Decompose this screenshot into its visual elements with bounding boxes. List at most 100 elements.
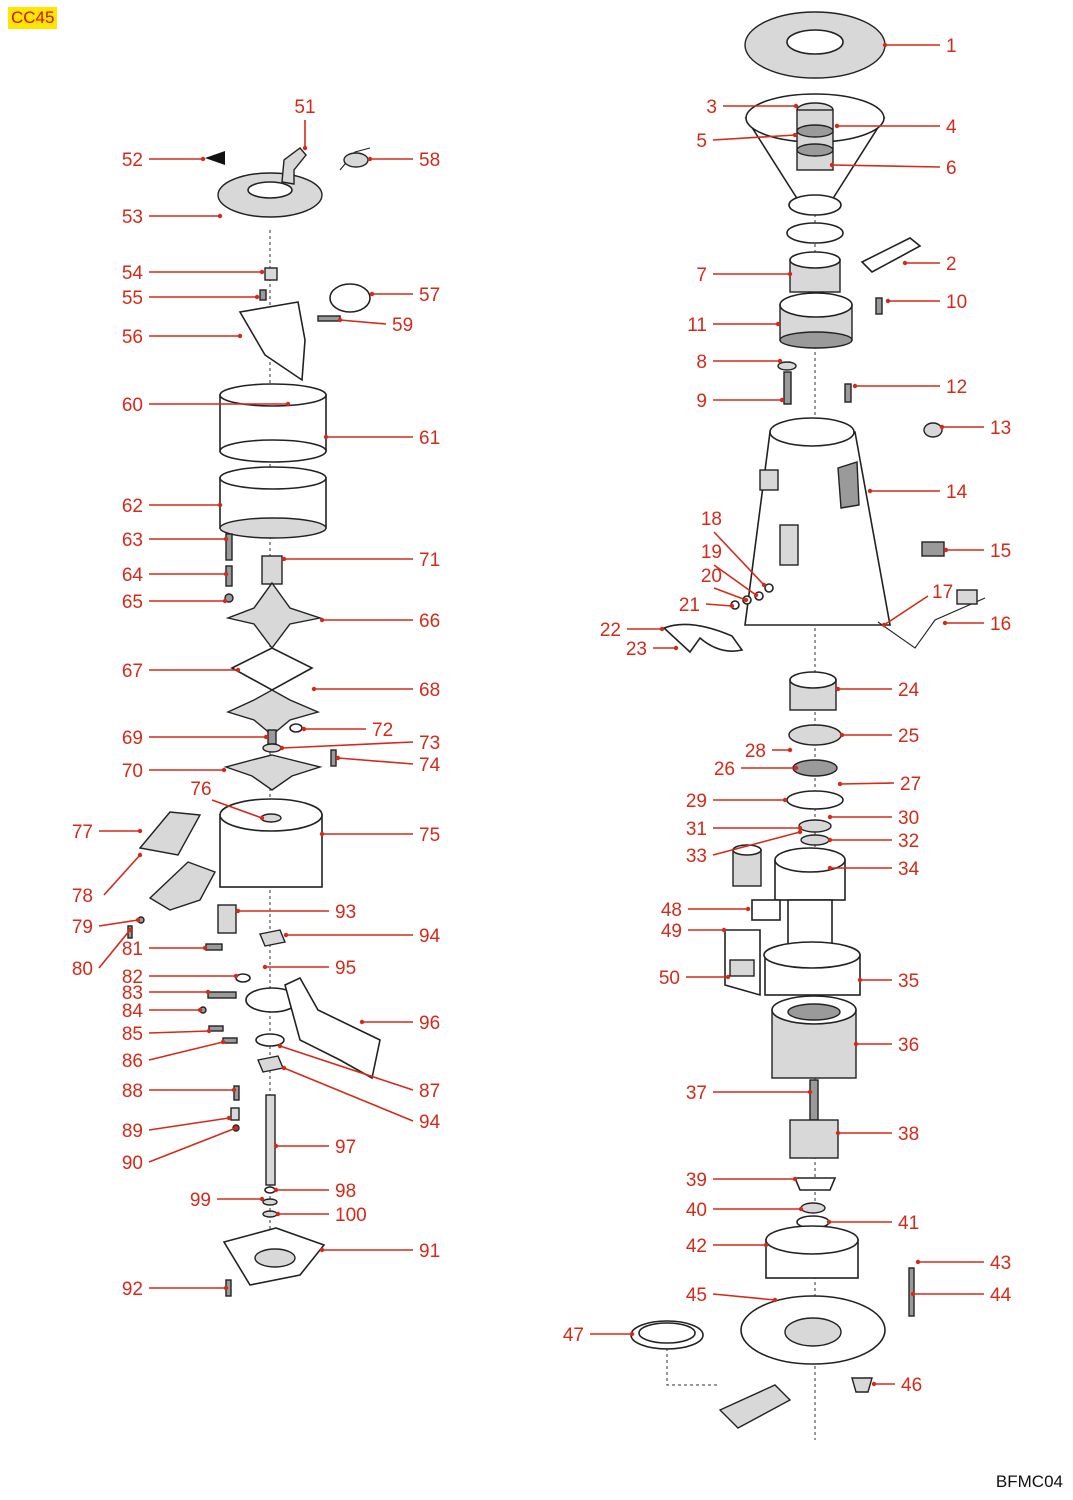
leader-arrowhead bbox=[753, 592, 759, 598]
leader-arrowhead bbox=[857, 977, 863, 983]
leader-arrowhead bbox=[792, 132, 798, 138]
callout-49: 49 bbox=[661, 921, 682, 942]
callout-57: 57 bbox=[419, 285, 440, 306]
leader-line-20 bbox=[713, 587, 747, 601]
leader-line-74 bbox=[337, 757, 414, 765]
callout-99: 99 bbox=[190, 1190, 211, 1211]
leader-arrowhead bbox=[217, 502, 223, 508]
callout-15: 15 bbox=[990, 541, 1011, 562]
leader-arrowhead bbox=[761, 582, 767, 588]
leader-arrowhead bbox=[233, 973, 239, 979]
callout-23: 23 bbox=[626, 639, 647, 660]
leader-line-59 bbox=[339, 319, 387, 325]
callout-8: 8 bbox=[696, 352, 707, 373]
leader-arrowhead bbox=[237, 333, 243, 339]
callout-6: 6 bbox=[946, 158, 957, 179]
callout-63: 63 bbox=[122, 530, 143, 551]
callout-65: 65 bbox=[122, 592, 143, 613]
leader-arrowhead bbox=[200, 156, 206, 162]
leader-arrowhead bbox=[223, 571, 229, 577]
callout-98: 98 bbox=[335, 1181, 356, 1202]
leader-arrowhead bbox=[205, 989, 211, 995]
callout-38: 38 bbox=[898, 1124, 919, 1145]
leader-arrowhead bbox=[787, 747, 793, 753]
leader-arrowhead bbox=[337, 317, 343, 323]
leader-line-78 bbox=[103, 854, 141, 896]
leader-line-79 bbox=[98, 919, 139, 927]
leader-arrowhead bbox=[943, 547, 949, 553]
callout-33: 33 bbox=[686, 846, 707, 867]
leader-line-27 bbox=[839, 782, 895, 785]
callout-70: 70 bbox=[122, 761, 143, 782]
leader-arrowhead bbox=[233, 1125, 239, 1131]
callout-100: 100 bbox=[335, 1205, 367, 1226]
leader-line-73 bbox=[281, 741, 414, 749]
callout-79: 79 bbox=[72, 917, 93, 938]
leader-arrowhead bbox=[235, 908, 241, 914]
leader-arrowhead bbox=[231, 1087, 237, 1093]
leader-arrowhead bbox=[137, 828, 143, 834]
leader-arrowhead bbox=[826, 1219, 832, 1225]
leader-line-80 bbox=[98, 929, 131, 969]
leader-arrowhead bbox=[775, 321, 781, 327]
leader-arrowhead bbox=[867, 488, 873, 494]
leader-arrowhead bbox=[915, 1259, 921, 1265]
callout-84: 84 bbox=[122, 1001, 144, 1022]
leader-arrowhead bbox=[882, 42, 888, 48]
leader-arrowhead bbox=[217, 213, 223, 219]
callout-58: 58 bbox=[419, 150, 440, 171]
leader-line-94 bbox=[283, 1067, 414, 1122]
leader-arrowhead bbox=[798, 1206, 804, 1212]
callout-90: 90 bbox=[122, 1153, 143, 1174]
leader-line-5 bbox=[712, 134, 796, 141]
callout-39: 39 bbox=[686, 1170, 707, 1191]
callout-27: 27 bbox=[900, 774, 921, 795]
callout-3: 3 bbox=[706, 97, 717, 118]
callout-75: 75 bbox=[419, 825, 440, 846]
leader-arrowhead bbox=[279, 745, 285, 751]
callout-62: 62 bbox=[122, 496, 143, 517]
leader-arrowhead bbox=[283, 932, 289, 938]
leader-arrowhead bbox=[202, 945, 208, 951]
leader-arrowhead bbox=[367, 156, 373, 162]
leader-arrowhead bbox=[319, 831, 325, 837]
leader-arrowhead bbox=[827, 814, 833, 820]
callout-17: 17 bbox=[932, 582, 953, 603]
leader-arrowhead bbox=[793, 103, 799, 109]
callout-22: 22 bbox=[600, 620, 621, 641]
callout-69: 69 bbox=[122, 728, 143, 749]
right-assembly bbox=[630, 11, 986, 1440]
leader-arrowhead bbox=[259, 269, 265, 275]
leader-arrowhead bbox=[853, 1041, 859, 1047]
callout-20: 20 bbox=[701, 566, 722, 587]
callout-32: 32 bbox=[898, 831, 919, 852]
callout-41: 41 bbox=[898, 1213, 919, 1234]
leader-arrowhead bbox=[302, 145, 308, 151]
leader-line-33 bbox=[712, 831, 801, 856]
callout-25: 25 bbox=[898, 726, 919, 747]
callout-97: 97 bbox=[335, 1137, 356, 1158]
leader-arrowhead bbox=[871, 1381, 877, 1387]
leader-line-21 bbox=[705, 603, 733, 607]
callout-89: 89 bbox=[122, 1121, 143, 1142]
leader-arrowhead bbox=[319, 1247, 325, 1253]
callout-36: 36 bbox=[898, 1035, 919, 1056]
callout-67: 67 bbox=[122, 661, 143, 682]
callout-24: 24 bbox=[898, 680, 920, 701]
callout-76: 76 bbox=[190, 779, 211, 800]
leader-line-89 bbox=[148, 1117, 230, 1131]
leader-arrowhead bbox=[942, 620, 948, 626]
leader-arrowhead bbox=[220, 1039, 226, 1045]
callout-53: 53 bbox=[122, 207, 143, 228]
callout-46: 46 bbox=[901, 1375, 922, 1396]
callout-11: 11 bbox=[687, 315, 707, 336]
callout-95: 95 bbox=[335, 958, 356, 979]
leader-arrowhead bbox=[852, 383, 858, 389]
callout-93: 93 bbox=[335, 902, 356, 923]
callout-14: 14 bbox=[946, 482, 968, 503]
callout-13: 13 bbox=[990, 418, 1011, 439]
callout-82: 82 bbox=[122, 967, 143, 988]
leader-arrowhead bbox=[135, 917, 141, 923]
leader-arrowhead bbox=[323, 434, 329, 440]
callout-77: 77 bbox=[72, 822, 93, 843]
